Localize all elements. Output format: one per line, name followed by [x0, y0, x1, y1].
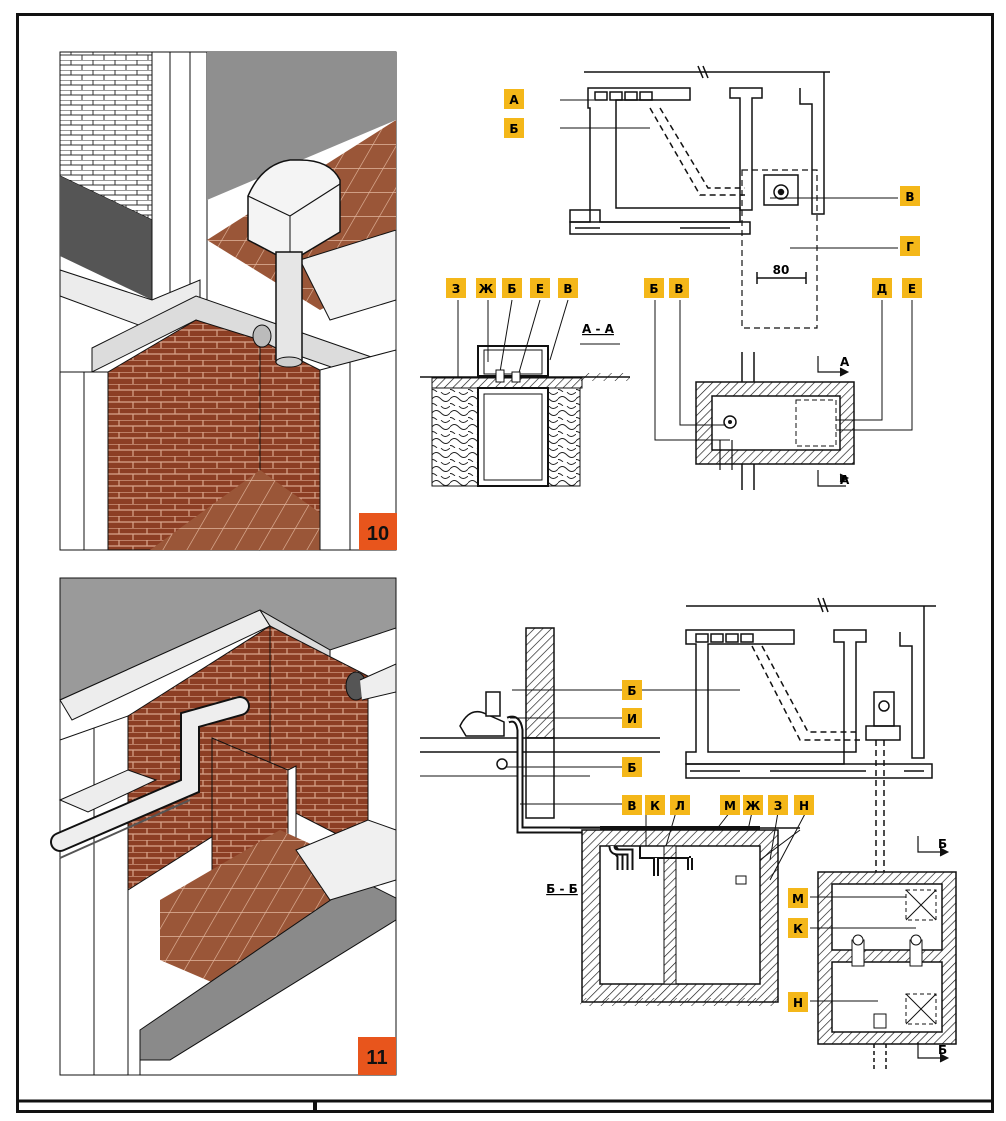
- fig11-cut-b-top: Б: [938, 837, 947, 851]
- fig11-label-b-wall: Б: [627, 761, 636, 775]
- fig10-cut-a-bottom: А: [840, 473, 850, 487]
- fig10-pit-plan: [654, 300, 913, 490]
- fig11-label-m-tank: М: [792, 892, 804, 906]
- fig11-illustration: 11: [50, 577, 397, 1076]
- fig10-section-aa: [420, 299, 630, 487]
- fig11-label-zh: Ж: [746, 799, 761, 813]
- fig10-illustration: 10: [59, 51, 397, 551]
- fig10-label-g: Г: [906, 240, 914, 254]
- fig11-plan: [660, 597, 936, 878]
- fig11-tank-plan: [810, 836, 957, 1070]
- fig11-label-n-tank: Н: [793, 996, 803, 1010]
- fig11-number: 11: [366, 1047, 387, 1069]
- fig10-section-aa-title: А - А: [582, 322, 615, 336]
- fig10-label-v-section: В: [563, 282, 572, 296]
- fig10-cut-a-top: А: [840, 355, 850, 369]
- fig10-label-b: Б: [509, 122, 518, 136]
- fig11-label-z: З: [774, 799, 783, 813]
- fig10-label-e-pit: Е: [908, 282, 916, 296]
- fig10-number: 10: [367, 523, 389, 545]
- fig10-number-badge: [359, 513, 397, 550]
- fig10-label-zh: Ж: [479, 282, 494, 296]
- fig11-label-n: Н: [799, 799, 809, 813]
- fig11-label-m: М: [724, 799, 736, 813]
- fig10-label-b-pit: Б: [649, 282, 658, 296]
- fig11-label-k: К: [650, 799, 660, 813]
- bottom-strip: [19, 1099, 991, 1110]
- fig11-section-bb-title: Б - Б: [546, 882, 578, 896]
- fig11-cut-b-bottom: Б: [938, 1043, 947, 1057]
- fig11-label-i: И: [627, 712, 637, 726]
- fig10-label-v: В: [905, 190, 914, 204]
- fig11-label-k-tank: К: [793, 922, 803, 936]
- fig10-label-e: Е: [536, 282, 544, 296]
- fig11-label-b-plan: Б: [627, 684, 636, 698]
- fig10-label-z: З: [452, 282, 461, 296]
- fig10-dimension-80: 80: [773, 263, 790, 277]
- fig10-labels: А Б В Г З Ж Б Е В Б В Д Е: [446, 89, 922, 298]
- fig10-label-d: Д: [877, 282, 888, 296]
- fig11-section-bb: [570, 811, 807, 1006]
- fig11-labels: Б И Б В К Л М Ж З Н М К Н: [622, 680, 814, 1012]
- fig10-label-v-pit: В: [674, 282, 683, 296]
- fig11-wall-elevation: [420, 627, 660, 870]
- fig10-plan: [560, 65, 898, 329]
- fig11-label-v: В: [627, 799, 636, 813]
- fig11-label-l: Л: [675, 799, 685, 813]
- fig11-number-badge: [358, 1037, 396, 1075]
- fig10-label-a: А: [509, 93, 519, 107]
- fig10-label-b-section: Б: [507, 282, 516, 296]
